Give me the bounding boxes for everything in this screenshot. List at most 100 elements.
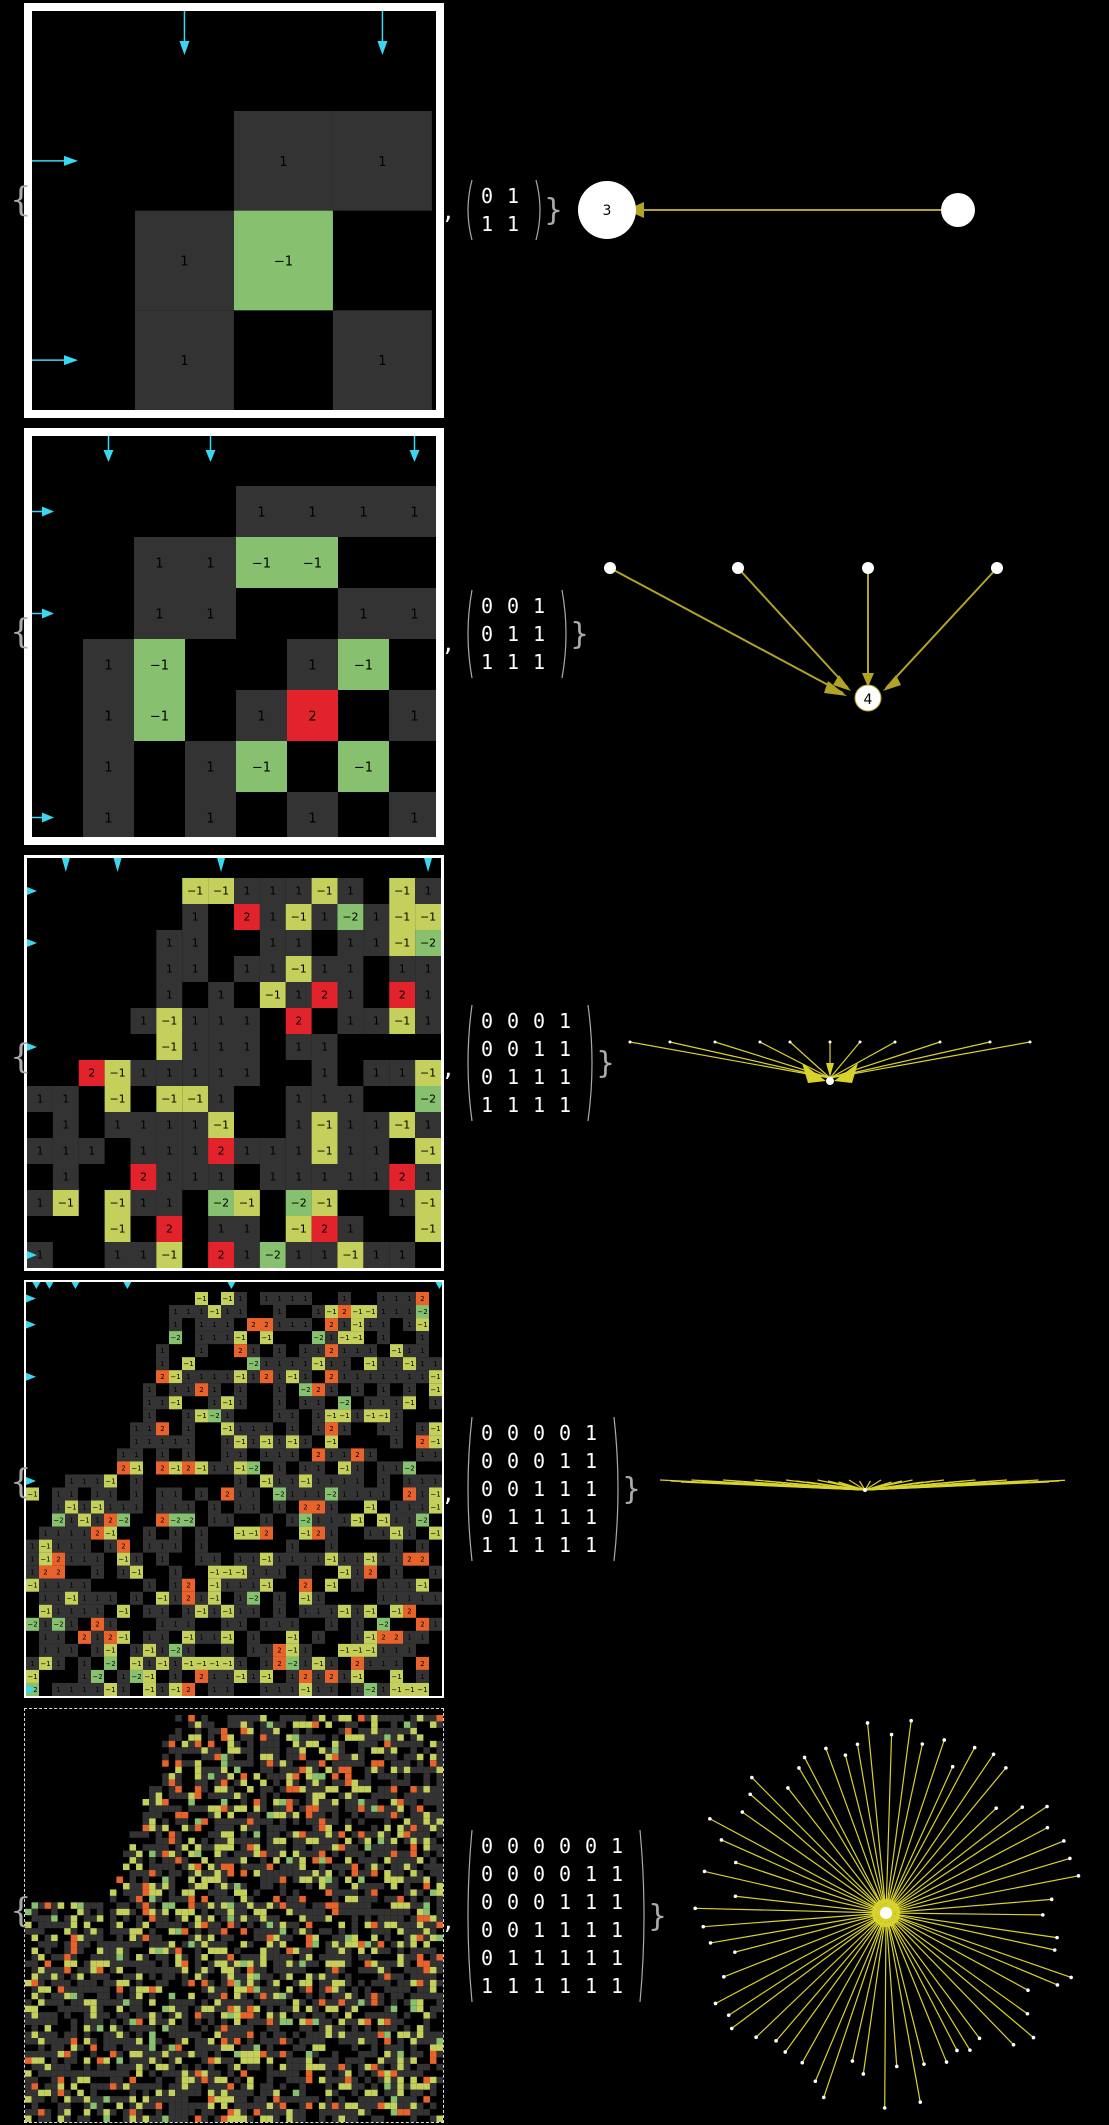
grid-cell [364,1844,372,1851]
grid-cell [195,1591,208,1605]
matrix-entry: 1 [584,1421,598,1445]
cell-value: −1 [235,1569,245,1577]
grid-cell [78,1682,91,1696]
grid-cell [168,1779,176,1787]
grid-cell [221,1370,234,1384]
grid-cell [149,1902,156,1909]
grid-cell [156,1370,169,1384]
cell-value: 1 [316,1516,320,1524]
grid-cell [122,1941,130,1948]
grid-cell [273,1811,280,1819]
grid-cell [253,1863,261,1871]
grid-cell [185,588,236,639]
grid-cell [162,2063,169,2071]
grid-cell [64,2089,71,2097]
grid-cell [299,1715,306,1722]
grid-cell [227,1979,234,1987]
grid-cell [220,2044,228,2051]
grid-cell [311,1112,338,1138]
grid-cell [423,1882,430,1890]
cell-value: −1 [313,1660,323,1668]
cell-value: −2 [209,1412,219,1420]
grid-cell [273,1383,286,1397]
grid-cell [129,1895,137,1903]
cell-value: −1 [261,1555,271,1563]
cell-value: 2 [420,1555,424,1563]
grid-cell [247,1986,254,1993]
grid-cell [416,1474,429,1488]
grid-cell [299,1870,306,1877]
grid-cell [162,2050,169,2058]
cell-value: −1 [209,1660,219,1668]
grid-cell [305,2063,313,2071]
grid-cell [390,1292,403,1306]
grid-cell [338,1934,346,1942]
matrix-entry: 0 [558,1834,572,1858]
grid-cell [195,1370,208,1384]
grid-cell [279,1941,287,1948]
grid-cell [194,1947,202,1955]
grid-cell [240,1999,248,2006]
grid-cell [130,1008,157,1034]
grid-cell [90,2102,97,2110]
grid-cell [266,1824,274,1832]
grid-cell [247,1979,254,1987]
cell-value: 1 [368,1451,372,1459]
grid-cell [175,1818,182,1825]
grid-cell [214,1786,221,1793]
cell-value: 1 [173,1321,177,1329]
grid-cell [129,2089,137,2097]
grid-cell [358,1902,365,1909]
grid-cell [117,1461,130,1475]
cell-value: 1 [342,1321,346,1329]
grid-cell [416,1448,429,1462]
grid-cell [371,2089,378,2097]
grid-cell [194,2063,202,2071]
grid-cell [149,1986,156,1993]
grid-cell [325,2083,332,2090]
grid-cell [195,1383,208,1397]
cell-value: 1 [381,1595,385,1603]
cell-value: 1 [290,1516,294,1524]
grid-cell [331,2102,339,2110]
grid-cell [384,1876,391,1883]
grid-cell [260,1876,267,1883]
grid-cell [116,1908,123,1916]
grid-cell [390,1604,403,1618]
grid-cell [260,1960,267,1967]
grid-cell [390,2089,398,2097]
grid-cell [397,1992,404,2000]
cell-value: 1 [410,710,418,725]
cell-value: −2 [313,1334,323,1342]
cell-value: −2 [105,1660,115,1668]
grid-cell [390,1669,403,1683]
grid-cell [377,1928,385,1935]
grid-cell [266,1973,274,1980]
grid-cell [44,1999,52,2006]
grid-cell [96,1954,104,1961]
grid-cell [416,1740,424,1748]
grid-cell [31,2102,39,2110]
graph-3-edge [829,1041,896,1079]
grid-cell [247,2063,254,2071]
grid-cell [337,1008,364,1034]
grid-cell [338,1474,351,1488]
grid-cell [312,1604,325,1618]
grid-cell [397,1760,404,1767]
grid-cell [227,1760,234,1767]
grid-cell [397,2070,404,2077]
grid-cell [371,1721,378,1728]
grid-cell [337,904,364,930]
cell-value: 1 [347,1119,354,1132]
cell-value: 1 [264,1569,268,1577]
grid-cell [364,2012,372,2019]
grid-cell [403,1792,411,1799]
grid-cell [52,1164,79,1190]
cell-value: 1 [279,155,287,170]
right-brace: } [648,1899,666,1934]
grid-cell [410,1740,417,1748]
cell-value: 2 [342,1308,346,1316]
cell-value: 1 [368,1321,372,1329]
cell-value: 2 [121,1464,125,1472]
grid-cell [371,2044,378,2051]
